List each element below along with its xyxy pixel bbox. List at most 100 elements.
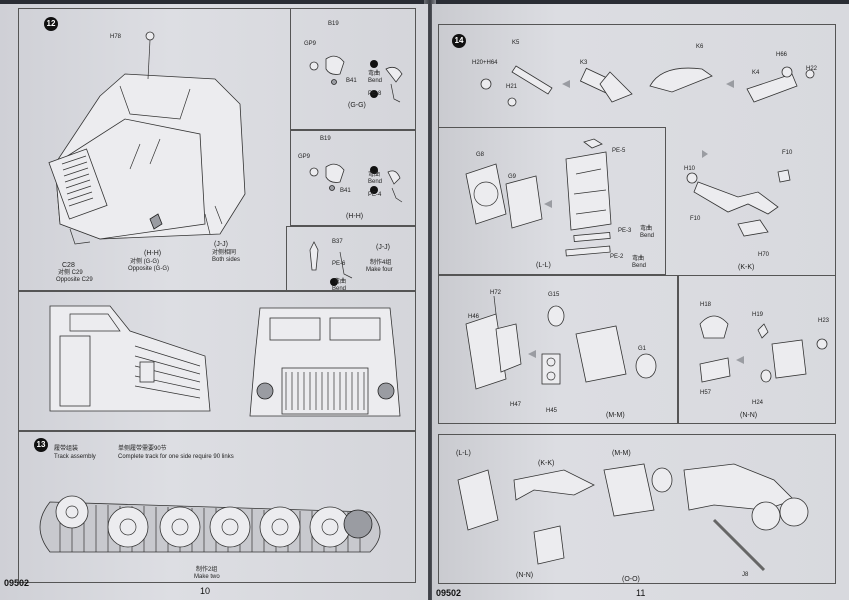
label-c28: C28 bbox=[62, 262, 75, 269]
hh-pe4: PE-4 bbox=[368, 192, 382, 198]
step-13-panel bbox=[18, 431, 416, 583]
mm-g15: G15 bbox=[548, 292, 560, 298]
hh-gp9: GP9 bbox=[298, 154, 311, 160]
mm-parts bbox=[465, 295, 657, 390]
nn-box bbox=[678, 275, 836, 424]
cab-front-view bbox=[249, 307, 401, 417]
product-code-right: 09502 bbox=[436, 588, 462, 598]
kk-f10b: F10 bbox=[690, 216, 701, 222]
jj-pe6: PE-6 bbox=[332, 261, 346, 267]
oo-kk: (K-K) bbox=[538, 460, 555, 467]
mm-caption: (M-M) bbox=[606, 412, 625, 419]
oo-ll: (L-L) bbox=[456, 450, 471, 457]
label-hh-en: Opposite (G-G) bbox=[128, 266, 170, 272]
kk-f10a: F10 bbox=[782, 150, 793, 156]
hh-parts bbox=[309, 163, 403, 203]
step-13-make-cn: 制作2组 bbox=[196, 567, 218, 573]
nn-h18: H18 bbox=[700, 302, 712, 308]
label-jj: (J-J) bbox=[214, 241, 228, 248]
top-k3: K3 bbox=[580, 60, 588, 66]
ll-bend-cn-1: 弯曲 bbox=[640, 226, 653, 232]
track-assembly-drawing bbox=[39, 495, 381, 553]
gg-b41: B41 bbox=[346, 78, 357, 84]
gg-caption: (G-G) bbox=[348, 102, 366, 109]
ll-pe5: PE-5 bbox=[612, 148, 626, 154]
step-14-badge: 14 bbox=[452, 34, 466, 48]
ll-box bbox=[438, 127, 666, 275]
jj-box bbox=[286, 226, 416, 291]
hh-bend: Bend bbox=[368, 179, 383, 185]
top-h21: H21 bbox=[506, 84, 518, 90]
mm-h46: H46 bbox=[468, 314, 480, 320]
cab-side-view bbox=[49, 305, 211, 412]
nn-h19: H19 bbox=[752, 312, 764, 318]
nn-h24: H24 bbox=[752, 400, 764, 406]
step-13-note-en: Complete track for one side require 90 l… bbox=[118, 454, 234, 460]
gg-gp9: GP9 bbox=[304, 41, 317, 47]
hh-b41: B41 bbox=[340, 188, 351, 194]
gg-box bbox=[290, 8, 416, 130]
hh-box bbox=[290, 130, 416, 226]
nn-h57: H57 bbox=[700, 390, 712, 396]
ll-g9: G9 bbox=[508, 174, 517, 180]
step-13-badge: 13 bbox=[34, 438, 48, 452]
mm-h72: H72 bbox=[490, 290, 502, 296]
gg-b19: B19 bbox=[328, 21, 339, 27]
oo-assembly bbox=[457, 463, 809, 572]
gg-bend-cn: 弯曲 bbox=[368, 71, 381, 77]
jj-make: Make four bbox=[366, 267, 393, 273]
mm-h47: H47 bbox=[510, 402, 522, 408]
label-hh-cn: 对侧 (G-G) bbox=[130, 259, 159, 265]
jj-parts bbox=[309, 241, 353, 286]
step-13-make-en: Make two bbox=[194, 574, 220, 580]
top-h66: H66 bbox=[776, 52, 788, 58]
hh-b19: B19 bbox=[320, 136, 331, 142]
nn-parts bbox=[699, 315, 828, 383]
top-k6: K6 bbox=[696, 44, 704, 50]
jj-bend-cn: 弯曲 bbox=[334, 279, 347, 285]
label-c28-en: Opposite C29 bbox=[56, 277, 93, 283]
gg-bend: Bend bbox=[368, 78, 383, 84]
nn-caption: (N-N) bbox=[740, 412, 758, 419]
oo-caption: (O-O) bbox=[622, 576, 640, 583]
gg-parts bbox=[309, 55, 403, 103]
label-c28-cn: 对侧 C29 bbox=[58, 270, 83, 276]
label-jj-cn: 对侧相同 bbox=[212, 250, 237, 256]
ll-bend-2: Bend bbox=[632, 263, 647, 269]
mm-h45: H45 bbox=[546, 408, 558, 414]
ll-pe3: PE-3 bbox=[618, 228, 632, 234]
label-h78: H78 bbox=[110, 34, 122, 40]
page-number-right: 11 bbox=[636, 588, 646, 598]
jj-caption: (J-J) bbox=[376, 244, 390, 251]
oo-nn: (N-N) bbox=[516, 572, 534, 579]
cab-drawing bbox=[48, 31, 246, 245]
top-k4: K4 bbox=[752, 70, 760, 76]
label-hh: (H-H) bbox=[144, 250, 162, 257]
jj-make-cn: 制作4组 bbox=[370, 260, 392, 266]
kk-h70: H70 bbox=[758, 252, 770, 258]
step-13-title-cn: 履带组装 bbox=[54, 446, 79, 452]
left-page: 12 H78 C28 对侧 C29 Opposite C29 (H-H) 对侧 … bbox=[0, 4, 428, 600]
hh-caption: (H-H) bbox=[346, 213, 364, 220]
cab-views-panel bbox=[18, 291, 416, 431]
ll-parts bbox=[465, 138, 612, 257]
mm-g1: G1 bbox=[638, 346, 647, 352]
gg-pe8: PE-8 bbox=[368, 91, 382, 97]
oo-mm: (M-M) bbox=[612, 450, 631, 457]
top-k5: K5 bbox=[512, 40, 520, 46]
mm-box bbox=[438, 275, 678, 424]
page-number-left: 10 bbox=[200, 586, 211, 596]
ll-pe2: PE-2 bbox=[610, 254, 624, 260]
ll-caption: (L-L) bbox=[536, 262, 551, 269]
oo-j8: J8 bbox=[742, 572, 749, 578]
kk-h10: H10 bbox=[684, 166, 696, 172]
jj-bend: Bend bbox=[332, 286, 347, 292]
ll-bend-1: Bend bbox=[640, 233, 655, 239]
right-page: 14 K5 H20+H64 H21 K3 K6 H66 K4 H22 G8 G9… bbox=[432, 4, 849, 600]
label-jj-en: Both sides bbox=[212, 257, 241, 263]
ll-g8: G8 bbox=[476, 152, 485, 158]
ll-bend-cn-2: 弯曲 bbox=[632, 256, 645, 262]
step-13-title-en: Track assembly bbox=[54, 454, 96, 460]
product-code-left: 09502 bbox=[4, 578, 30, 588]
step-13-note-cn: 单侧履带需要90节 bbox=[118, 446, 167, 452]
